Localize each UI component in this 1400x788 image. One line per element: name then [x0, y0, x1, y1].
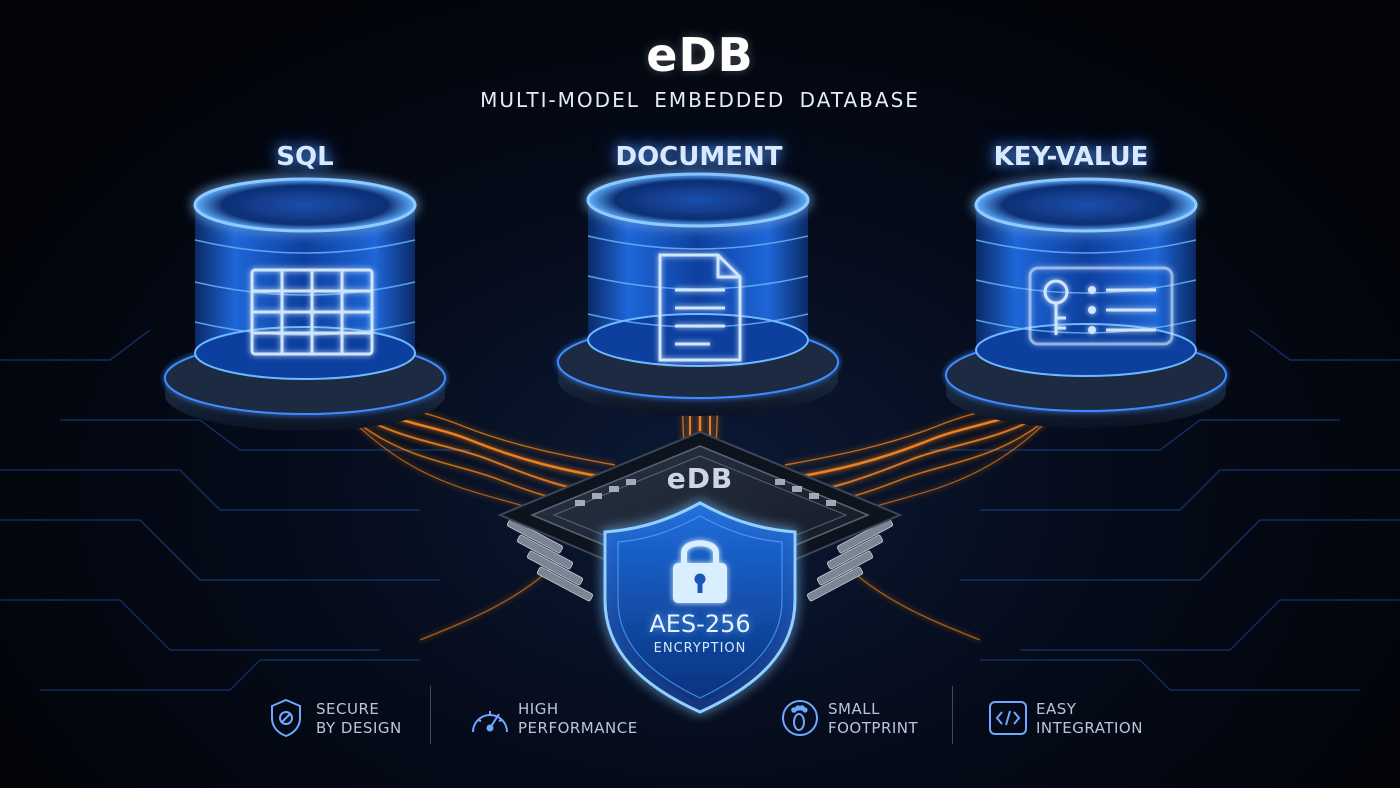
encryption-shield — [603, 501, 797, 714]
feature-line1: HIGH — [518, 700, 559, 718]
feature-line1: SECURE — [316, 700, 380, 718]
feature-line1: SMALL — [828, 700, 880, 718]
key-list-icon — [1028, 266, 1174, 346]
speedometer-icon — [472, 711, 508, 733]
key-value-label: KEY-VALUE — [993, 142, 1149, 172]
document-cylinder — [557, 172, 839, 416]
shield-icon — [271, 698, 301, 738]
padlock-icon — [673, 540, 727, 603]
feature-divider — [952, 686, 953, 744]
key-value-cylinder — [945, 177, 1227, 428]
circuit-traces — [0, 329, 1400, 691]
feature-line2: FOOTPRINT — [828, 719, 919, 737]
feature-line1: EASY — [1036, 700, 1077, 718]
footprint-icon — [782, 700, 818, 736]
sql-label: SQL — [276, 142, 334, 172]
encryption-caption: ENCRYPTION — [653, 641, 747, 656]
feature-line2: PERFORMANCE — [518, 719, 638, 737]
chip-label: eDB — [666, 462, 734, 495]
feature-line2: INTEGRATION — [1036, 719, 1143, 737]
document-label: DOCUMENT — [615, 142, 783, 172]
page-subtitle: MULTI-MODEL EMBEDDED DATABASE — [480, 88, 920, 112]
document-icon — [658, 253, 742, 362]
feature-line2: BY DESIGN — [316, 719, 402, 737]
feature-divider — [430, 686, 431, 744]
sql-cylinder — [164, 177, 446, 431]
grid-table-icon — [250, 268, 374, 356]
encryption-standard: AES-256 — [649, 610, 751, 638]
page-title: eDB — [646, 28, 754, 82]
code-icon — [989, 701, 1027, 735]
